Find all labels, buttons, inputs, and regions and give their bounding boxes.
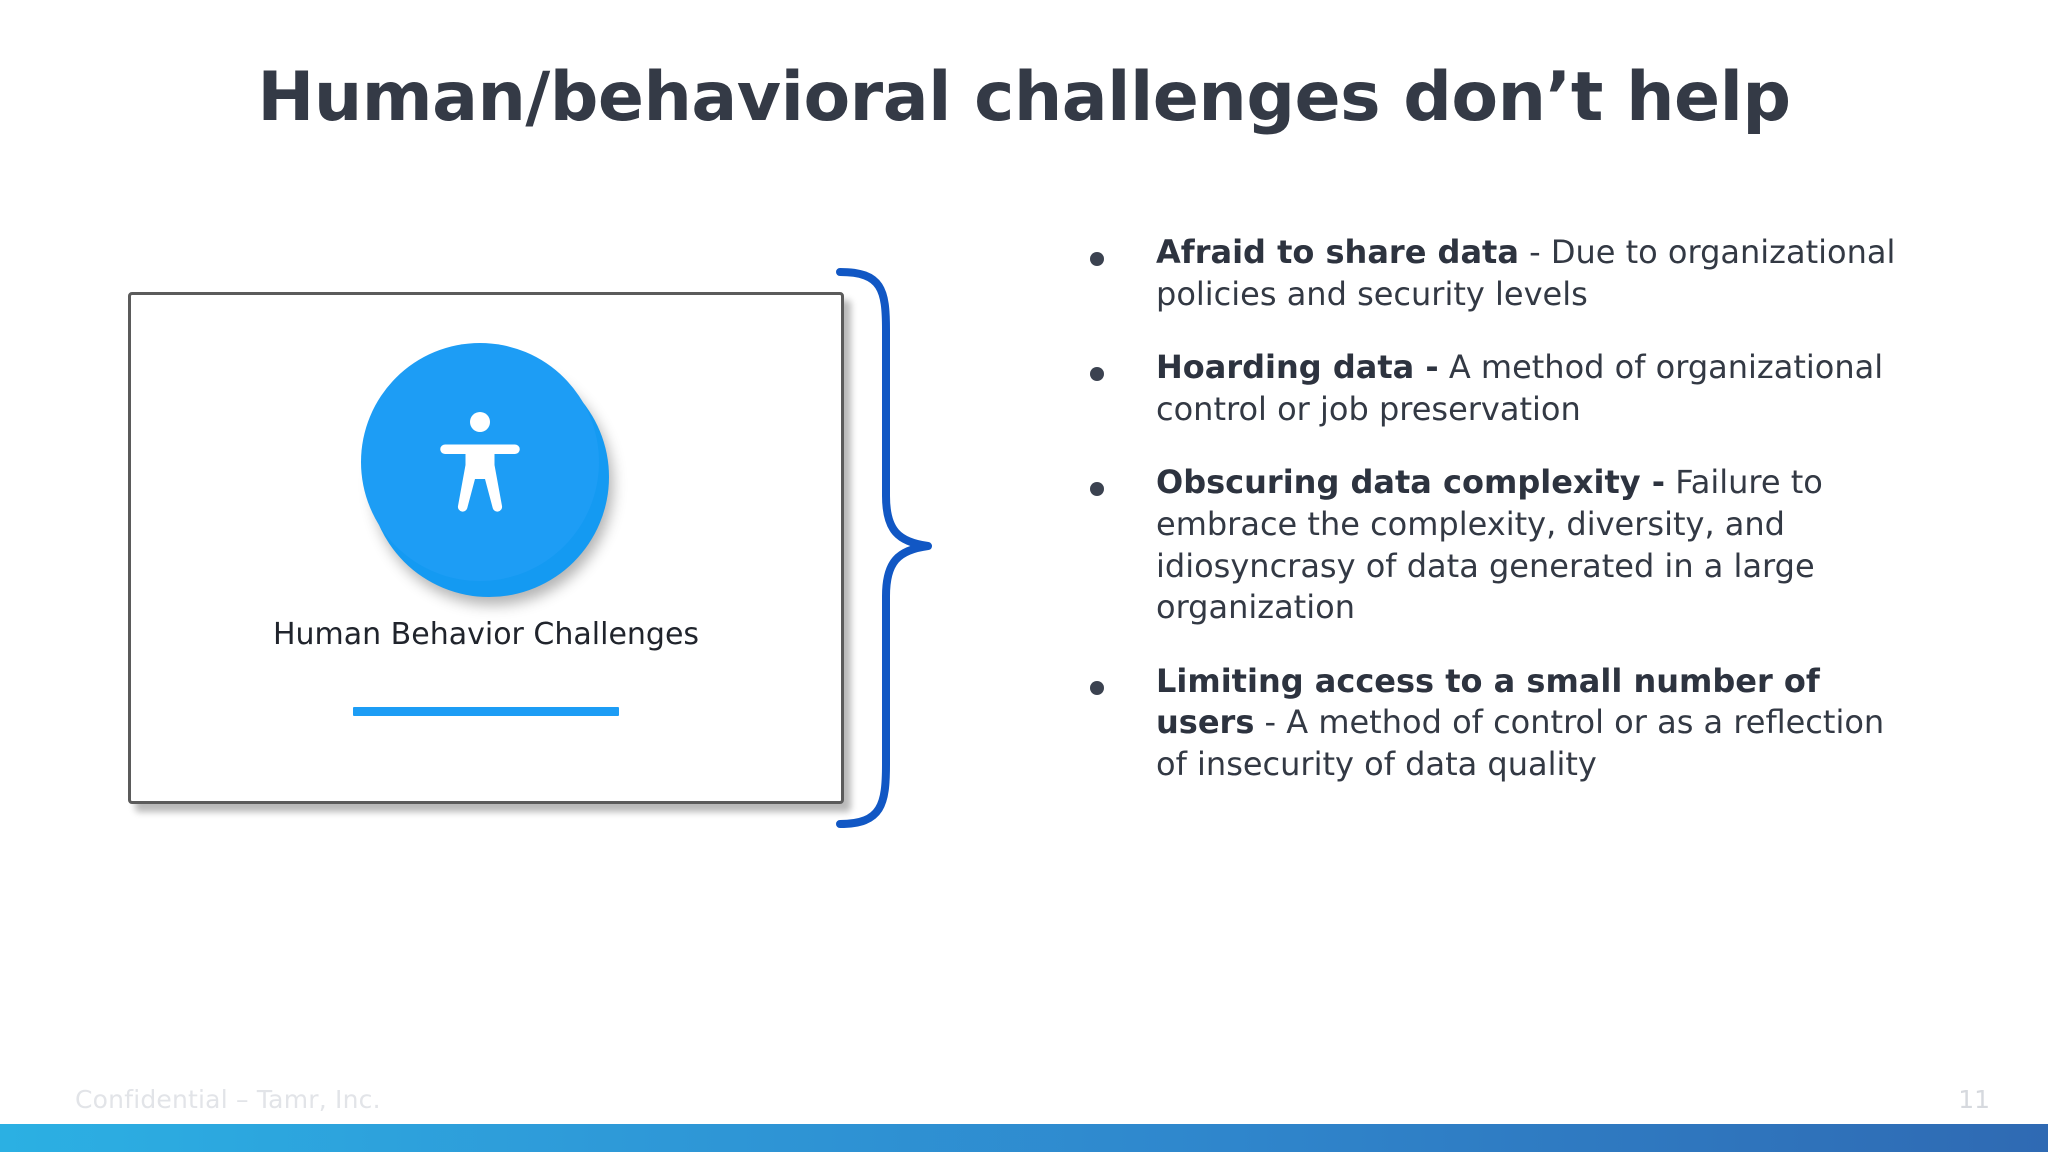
list-item: Limiting access to a small number of use…	[1090, 661, 1920, 786]
list-item: Hoarding data - A method of organization…	[1090, 347, 1920, 430]
bullet-rest: A method of organizational control or jo…	[1156, 348, 1884, 428]
confidentiality-note: Confidential – Tamr, Inc.	[75, 1085, 381, 1114]
challenges-bullet-list: Afraid to share data - Due to organizati…	[1090, 232, 1920, 786]
bullet-rest: - Due to organizational policies and sec…	[1156, 233, 1896, 313]
page-number: 11	[1958, 1085, 1990, 1114]
bullet-dot-icon	[1090, 680, 1104, 695]
bullet-dot-icon	[1090, 482, 1104, 497]
bullet-lead: Hoarding data -	[1156, 348, 1439, 387]
icon-disc	[361, 343, 599, 581]
list-item: Afraid to share data - Due to organizati…	[1090, 232, 1920, 315]
bullet-text: Obscuring data complexity - Failure to e…	[1156, 462, 1920, 628]
bullet-rest: Failure to embrace the complexity, diver…	[1156, 463, 1823, 627]
bullet-lead: Obscuring data complexity -	[1156, 463, 1666, 502]
card-label: Human Behavior Challenges	[272, 617, 700, 652]
bottom-accent-bar	[0, 1124, 2048, 1152]
bullet-text: Hoarding data - A method of organization…	[1156, 347, 1920, 430]
bullet-dot-icon	[1090, 252, 1104, 266]
bullet-rest: - A method of control or as a reflection…	[1156, 703, 1885, 783]
human-behavior-card: Human Behavior Challenges	[128, 292, 844, 804]
card-icon-stack	[361, 343, 611, 597]
bullet-dot-icon	[1090, 367, 1104, 382]
bullet-lead: Afraid to share data	[1156, 233, 1519, 271]
curly-brace-connector	[836, 268, 932, 828]
list-item: Obscuring data complexity - Failure to e…	[1090, 462, 1920, 628]
bullet-text: Afraid to share data - Due to organizati…	[1156, 232, 1920, 315]
card-accent-rule	[353, 707, 619, 716]
bullet-text: Limiting access to a small number of use…	[1156, 661, 1920, 786]
page-title: Human/behavioral challenges don’t help	[257, 58, 1791, 137]
bullet-lead: Limiting access to a small number of use…	[1156, 661, 1820, 742]
accessibility-person-icon	[440, 412, 520, 512]
